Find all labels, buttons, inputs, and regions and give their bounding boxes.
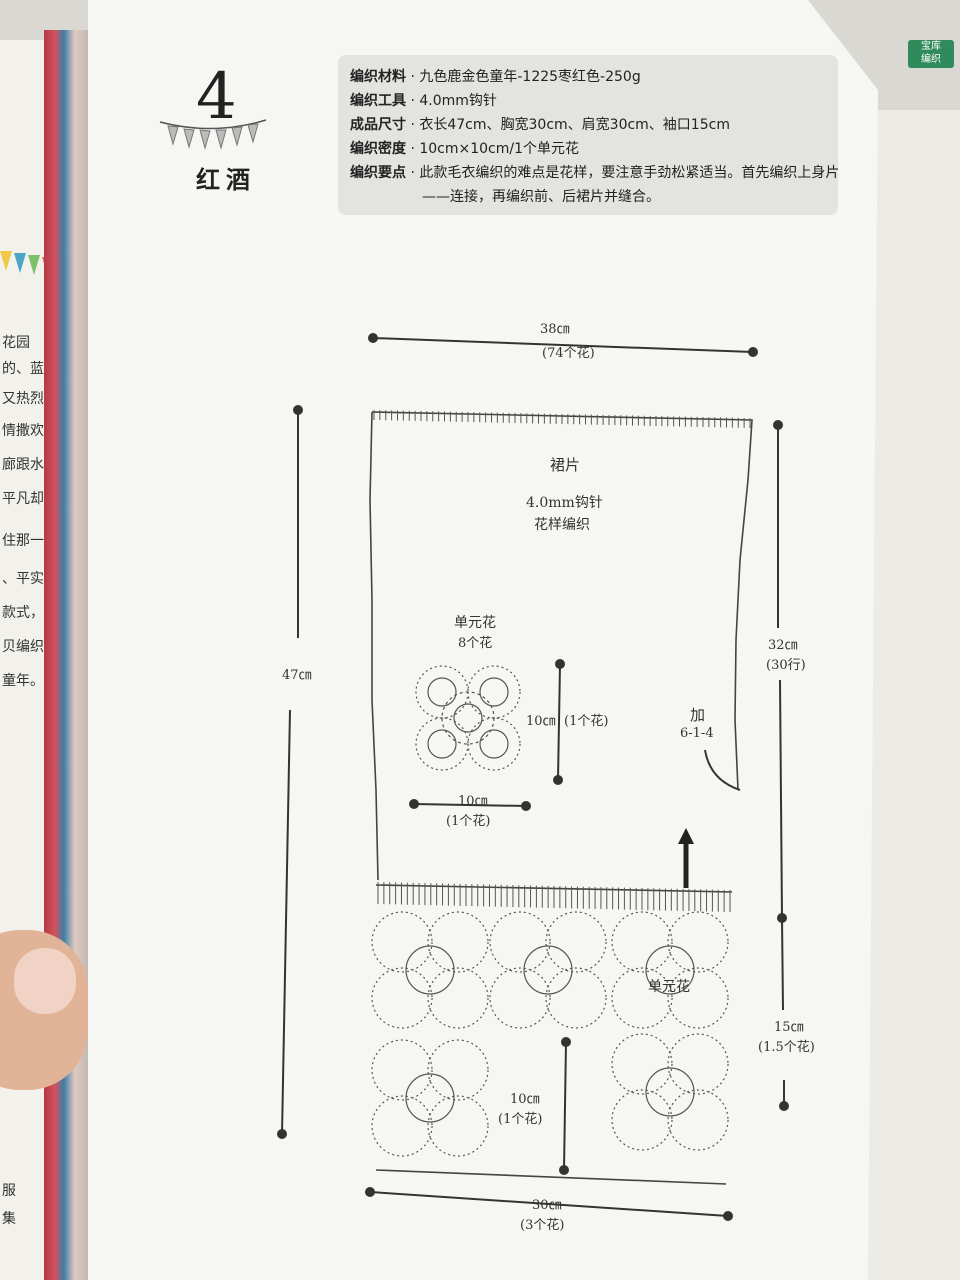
motif-flower <box>611 911 729 1029</box>
left-text-line: 款式， <box>2 605 44 621</box>
bottom-height-label: 15㎝ <box>774 1020 804 1035</box>
info-notes-cont: ——连接，再编织前、后裙片并缝合。 <box>422 189 660 205</box>
top-width-line <box>372 337 754 353</box>
motif-height-count: (1个花) <box>564 714 609 729</box>
top-width-count: (74个花) <box>542 346 595 361</box>
info-tools: 编织工具 · 4.0mm钩针 <box>350 93 497 109</box>
increase-curve <box>704 749 741 791</box>
left-text-line: 童年。 <box>2 673 44 689</box>
dimension-dot <box>723 1211 733 1221</box>
total-length-label: 47㎝ <box>282 668 312 683</box>
inner-height-line <box>563 1041 567 1171</box>
motif-height-label: 10㎝ <box>526 714 556 729</box>
increase-rule: 6-1-4 <box>680 726 714 741</box>
info-size: 成品尺寸 · 衣长47cm、胸宽30cm、肩宽30cm、袖口15cm <box>350 117 730 133</box>
left-text-line: 花园 <box>2 335 30 351</box>
motif-flower <box>415 665 521 771</box>
motif-width-count: (1个花) <box>446 814 491 829</box>
dimension-dot <box>409 799 419 809</box>
top-width-label: 38㎝ <box>540 322 570 337</box>
bottom-width-label: 30㎝ <box>532 1198 562 1213</box>
dimension-dot <box>748 347 758 357</box>
left-text-line: 住那一 <box>2 533 44 549</box>
dimension-dot <box>293 405 303 415</box>
dimension-dot <box>555 659 565 669</box>
pattern-title: 红酒 <box>196 166 256 194</box>
dimension-dot <box>773 420 783 430</box>
motif-label: 单元花 <box>454 615 496 631</box>
motif-flower <box>611 1033 729 1151</box>
dimension-dot <box>368 333 378 343</box>
thumbnail <box>14 948 76 1014</box>
pattern-number: 4 <box>196 60 237 134</box>
motif-flower <box>371 911 489 1029</box>
stitch-label: 花样编织 <box>534 517 590 533</box>
info-value: 4.0mm钩针 <box>419 93 497 109</box>
dimension-dot <box>553 775 563 785</box>
info-label: 编织密度 <box>350 141 406 157</box>
right-length-line <box>779 679 783 919</box>
total-length-line <box>281 709 291 1135</box>
skirt-label: 裙片 <box>550 456 581 474</box>
stitch-fringe <box>373 410 751 428</box>
left-text-line: 的、蓝 <box>2 361 44 377</box>
bottom-width-count: (3个花) <box>520 1218 565 1233</box>
left-text-line: 又热烈 <box>2 391 44 407</box>
stitch-fringe <box>377 882 731 912</box>
right-rows-label: (30行) <box>766 658 806 673</box>
dimension-dot <box>277 1129 287 1139</box>
dimension-dot <box>559 1165 569 1175</box>
info-materials: 编织材料 · 九色鹿金色童年-1225枣红色-250g <box>350 69 641 85</box>
right-length-label: 32㎝ <box>768 638 798 653</box>
info-value: 九色鹿金色童年-1225枣红色-250g <box>419 69 641 85</box>
info-notes: 编织要点 · 此款毛衣编织的难点是花样，要注意手劲松紧适当。首先编织上身片的单元… <box>350 162 840 182</box>
left-text-line: 情撒欢 <box>2 423 44 439</box>
bottom-width-line <box>369 1191 729 1217</box>
left-text-line: 服 <box>2 1183 16 1199</box>
info-value: 10cm×10cm/1个单元花 <box>419 141 580 157</box>
inner-height-label: 10㎝ <box>510 1092 540 1107</box>
info-box <box>338 55 838 215</box>
bottom-height-line <box>781 917 784 1011</box>
hook-label: 4.0mm钩针 <box>526 495 603 511</box>
motif-flower <box>489 911 607 1029</box>
left-text-line: 、平实 <box>2 571 44 587</box>
dimension-dot <box>365 1187 375 1197</box>
info-gauge: 编织密度 · 10cm×10cm/1个单元花 <box>350 141 580 157</box>
motif-count: 8个花 <box>458 636 493 651</box>
info-label: 编织要点 <box>350 165 406 181</box>
info-value: 衣长47cm、胸宽30cm、肩宽30cm、袖口15cm <box>419 117 730 133</box>
left-text-line: 集 <box>2 1211 16 1227</box>
inner-height-count: (1个花) <box>498 1112 543 1127</box>
info-label: 编织材料 <box>350 69 406 85</box>
bottom-motif-label: 单元花 <box>648 979 690 995</box>
increase-label: 加 <box>690 706 706 724</box>
motif-width-label: 10㎝ <box>458 794 488 809</box>
arrow-up-icon <box>678 828 694 888</box>
dimension-dot <box>779 1101 789 1111</box>
bunting-icon <box>159 119 267 150</box>
info-label: 成品尺寸 <box>350 117 406 133</box>
bottom-height-count: (1.5个花) <box>758 1040 815 1055</box>
left-text-line: 贝编织 <box>2 639 44 655</box>
motif-width-line <box>413 803 527 807</box>
info-label: 编织工具 <box>350 93 406 109</box>
motif-flower <box>371 1039 489 1157</box>
left-text-line: 廊跟水 <box>2 457 44 473</box>
logo-line: 编织 <box>921 54 941 65</box>
logo-line: 宝库 <box>921 41 941 52</box>
info-value: 此款毛衣编织的难点是花样，要注意手劲松紧适当。首先编织上身片的单元花 <box>419 165 840 181</box>
dimension-dot <box>561 1037 571 1047</box>
bottom-motif-grid <box>371 911 729 1157</box>
publisher-logo: 宝库 编织 <box>908 40 954 68</box>
left-text-line: 平凡却 <box>2 491 44 507</box>
dimension-dot <box>521 801 531 811</box>
motif-height-line <box>557 663 561 781</box>
